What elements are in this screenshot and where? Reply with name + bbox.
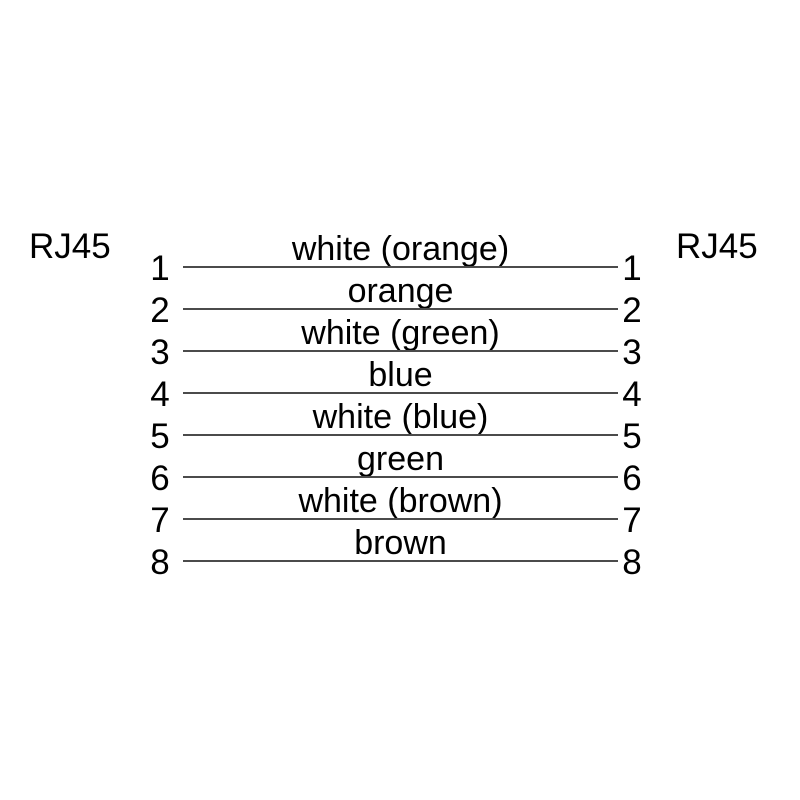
- wire-line: [183, 560, 618, 562]
- pin-number-left: 4: [150, 375, 170, 414]
- wire-line: [183, 350, 618, 352]
- wire-row: 7 white (brown) 7: [0, 484, 800, 540]
- wire-color-label: brown: [354, 524, 447, 563]
- wire-line: [183, 434, 618, 436]
- wire-row: 5 white (blue) 5: [0, 400, 800, 456]
- connector-label-left: RJ45: [29, 227, 111, 266]
- wire-color-label: white (blue): [312, 398, 489, 437]
- wire-row: 8 brown 8: [0, 526, 800, 582]
- pin-number-right: 3: [622, 333, 642, 372]
- wire-row: 3 white (green) 3: [0, 316, 800, 372]
- wire-row: 2 orange 2: [0, 274, 800, 330]
- pin-number-right: 8: [622, 543, 642, 582]
- pin-number-right: 6: [622, 459, 642, 498]
- pin-number-left: 6: [150, 459, 170, 498]
- wire-line: [183, 476, 618, 478]
- pin-number-left: 1: [150, 249, 170, 288]
- wire-color-label: white (green): [301, 314, 500, 353]
- wire-color-label: white (brown): [298, 482, 503, 521]
- pin-number-right: 2: [622, 291, 642, 330]
- connector-label-right: RJ45: [676, 227, 758, 266]
- wire-row: 1 white (orange) 1: [0, 232, 800, 288]
- wire-line: [183, 518, 618, 520]
- pin-number-right: 4: [622, 375, 642, 414]
- wire-row: 6 green 6: [0, 442, 800, 498]
- wire-row: 4 blue 4: [0, 358, 800, 414]
- pin-number-left: 8: [150, 543, 170, 582]
- pin-number-left: 2: [150, 291, 170, 330]
- wire-line: [183, 308, 618, 310]
- pin-number-left: 7: [150, 501, 170, 540]
- wire-color-label: green: [357, 440, 444, 479]
- wire-line: [183, 266, 618, 268]
- pin-number-right: 7: [622, 501, 642, 540]
- pin-number-right: 5: [622, 417, 642, 456]
- wire-line: [183, 392, 618, 394]
- wire-color-label: orange: [347, 272, 454, 311]
- wire-color-label: blue: [368, 356, 433, 395]
- pin-number-left: 5: [150, 417, 170, 456]
- wire-color-label: white (orange): [291, 230, 510, 269]
- pin-number-right: 1: [622, 249, 642, 288]
- pin-number-left: 3: [150, 333, 170, 372]
